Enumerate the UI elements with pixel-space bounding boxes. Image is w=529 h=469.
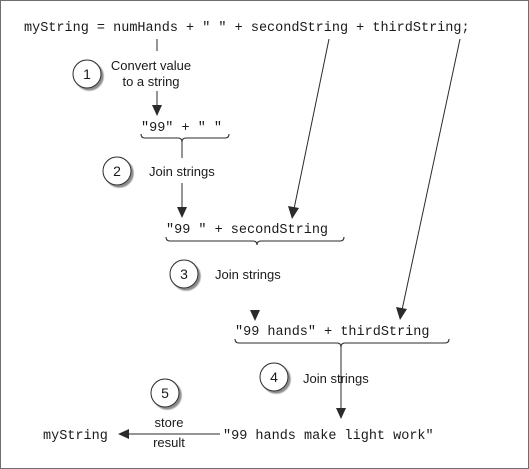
expr-2: "99 " + secondString [166, 223, 328, 238]
step-4-label: Join strings [303, 371, 369, 386]
arrow-expr1-head [177, 207, 187, 218]
arrow-expr2-head [250, 310, 260, 321]
step-3-label: Join strings [215, 267, 281, 282]
step-4-circle [259, 362, 289, 392]
arrow-store-head [118, 429, 129, 439]
step-5: 5 store result [150, 378, 185, 450]
expr-1: "99" + " " [141, 121, 222, 136]
arrow-expr3-head [336, 408, 346, 419]
step-1: 1 Convert value to a string [72, 58, 191, 89]
step-5-number: 5 [161, 385, 169, 401]
step-5-label-line-1: store [155, 415, 184, 430]
arrow-numhands-head [152, 105, 162, 116]
expr-3: "99 hands" + thirdString [235, 325, 429, 340]
step-4: 4 Join strings [259, 362, 369, 392]
step-1-label-line-2: to a string [122, 74, 179, 89]
step-1-number: 1 [83, 66, 91, 82]
step-2: 2 Join strings [102, 156, 215, 186]
arrow-secondstring-line [293, 38, 330, 210]
arrow-thirdstring-line [401, 38, 461, 311]
arrow-secondstring-head [288, 206, 299, 219]
step-4-number: 4 [270, 369, 278, 385]
step-2-number: 2 [113, 163, 121, 179]
target-variable: myString [43, 429, 108, 444]
step-5-label-line-2: result [153, 435, 185, 450]
result-string: "99 hands make light work" [223, 429, 434, 444]
arrow-thirdstring-head [396, 307, 407, 320]
step-3-number: 3 [180, 266, 188, 282]
step-1-circle [72, 59, 102, 89]
expr-2-brace [165, 236, 345, 246]
step-1-label-line-1: Convert value [111, 58, 191, 73]
step-2-circle [102, 156, 132, 186]
code-statement: myString = numHands + " " + secondString… [24, 21, 470, 36]
step-2-label: Join strings [149, 164, 215, 179]
step-3-circle [169, 259, 199, 289]
expr-3-brace [234, 338, 450, 348]
step-5-circle [150, 378, 180, 408]
step-3: 3 Join strings [169, 259, 281, 289]
